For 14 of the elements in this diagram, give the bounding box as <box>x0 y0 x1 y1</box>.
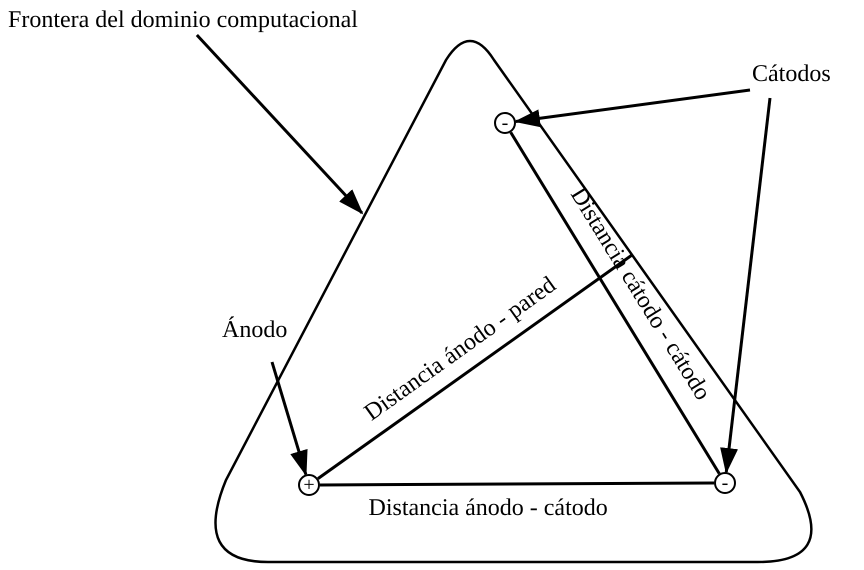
leader-arrow <box>514 88 750 128</box>
distance-line <box>320 482 714 486</box>
boundary-caption: Frontera del dominio computacional <box>8 8 358 32</box>
distance-line <box>317 254 633 480</box>
leader-arrow <box>270 362 308 476</box>
leader-arrow <box>720 98 772 474</box>
cathode-caption: Cátodos <box>752 62 831 86</box>
leader-arrow <box>196 34 364 214</box>
distance-line <box>509 132 721 474</box>
cathode-symbol: - <box>714 472 736 494</box>
cathode-symbol: - <box>494 112 516 134</box>
anode-symbol: + <box>298 474 320 496</box>
edge-label: Distancia ánodo - cátodo <box>368 496 608 520</box>
anode-caption: Ánodo <box>222 318 288 342</box>
